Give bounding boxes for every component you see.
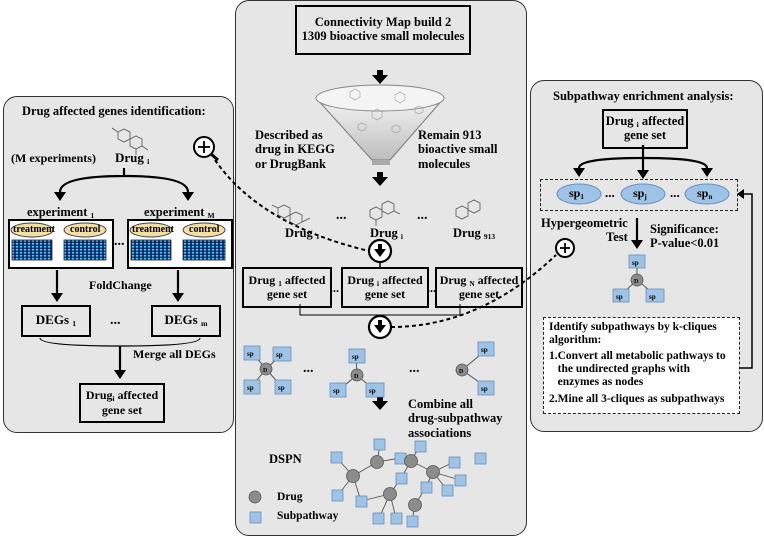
legend-subpathway-icon — [249, 511, 262, 524]
drug-1-label: Drug 1 — [285, 226, 320, 241]
svg-text:sp: sp — [481, 346, 488, 354]
gene-set-ellipsis-2: ... — [427, 281, 436, 295]
svg-text:sp: sp — [276, 351, 283, 359]
legend-drug-label: Drug — [277, 491, 303, 503]
drug-913-label: Drug 913 — [453, 226, 496, 241]
subpathway-dashed-box — [540, 179, 738, 211]
significance-label: Significance: P-value<0.01 — [650, 222, 720, 251]
drug-i-gene-set-left: Drugi affected gene set — [79, 383, 165, 423]
svg-text:D: D — [634, 279, 639, 285]
legend-subpathway-label: Subpathway — [277, 510, 339, 522]
kclique-step-1: 1.Convert all metabolic pathways to the … — [549, 350, 726, 389]
degs-m-box: DEGs m — [151, 305, 221, 337]
sp-ellipsis-1: ... — [605, 185, 615, 200]
svg-text:sp: sp — [481, 385, 488, 393]
kclique-box — [543, 317, 740, 414]
svg-text:sp: sp — [632, 259, 639, 267]
spn-label: spn — [697, 186, 713, 201]
svg-text:...: ... — [409, 361, 420, 376]
experiment-1-label: experiment 1 — [27, 205, 95, 220]
degs-1-box: DEGs 1 — [21, 305, 91, 337]
svg-text:sp: sp — [278, 384, 285, 392]
svg-text:sp: sp — [649, 293, 656, 301]
drug-row-ellipsis-1: ... — [336, 208, 347, 223]
spj-label: spj — [633, 186, 647, 201]
svg-text:...: ... — [303, 361, 314, 376]
left-panel-title: Drug affected genes identification: — [22, 104, 206, 118]
dspn-label: DSPN — [269, 452, 302, 466]
legend-drug-icon — [248, 490, 262, 504]
drug-i-gene-set-box: Drug i affected gene set — [341, 267, 429, 308]
sp-ellipsis-2: ... — [670, 185, 680, 200]
treatment-label-1: treatment — [13, 224, 56, 235]
kclique-title: Identify subpathways by k-cliques algori… — [549, 321, 717, 347]
hypergeometric-label: Hypergeometric Test — [541, 216, 628, 245]
drug-i-gene-set-right: Drug i affected gene set — [602, 109, 688, 149]
svg-text:D: D — [354, 374, 359, 380]
sp1-label: sp1 — [569, 186, 584, 201]
right-panel-title: Subpathway enrichment analysis: — [553, 89, 734, 103]
svg-text:sp: sp — [616, 293, 623, 301]
svg-text:sp: sp — [333, 387, 340, 395]
drug-row-ellipsis-2: ... — [417, 208, 428, 223]
experiment-m-label: experiment M — [144, 205, 215, 220]
svg-text:sp: sp — [369, 387, 376, 395]
combine-text: Combine all drug-subpathway associations — [408, 397, 503, 440]
svg-text:sp: sp — [247, 350, 254, 358]
drug-i-label: Drug i — [115, 150, 150, 166]
svg-text:sp: sp — [352, 353, 359, 361]
control-label-1: control — [70, 224, 101, 235]
gene-set-ellipsis-1: ... — [330, 281, 339, 295]
cmap-box: Connectivity Map build 2 1309 bioactive … — [295, 5, 471, 55]
treatment-label-m: treatment — [132, 224, 175, 235]
drug-i-center-label: Drug i — [370, 226, 403, 241]
svg-text:D: D — [459, 369, 464, 375]
remain-text: Remain 913 bioactive small molecules — [418, 128, 498, 171]
kclique-step-2: 2.Mine all 3-cliques as subpathways — [549, 393, 725, 405]
described-text: Described as drug in KEGG or DrugBank — [255, 128, 335, 171]
merge-label: Merge all DEGs — [133, 347, 216, 361]
experiment-ellipsis: ... — [114, 234, 125, 249]
svg-text:D: D — [263, 368, 268, 374]
degs-ellipsis: ... — [110, 313, 121, 328]
foldchange-label: FoldChange — [89, 278, 152, 292]
m-experiments-label: (M experiments) — [11, 151, 96, 165]
svg-text:sp: sp — [247, 384, 254, 392]
control-label-m: control — [189, 224, 220, 235]
drug-1-gene-set-box: Drug 1 affected gene set — [242, 267, 332, 308]
